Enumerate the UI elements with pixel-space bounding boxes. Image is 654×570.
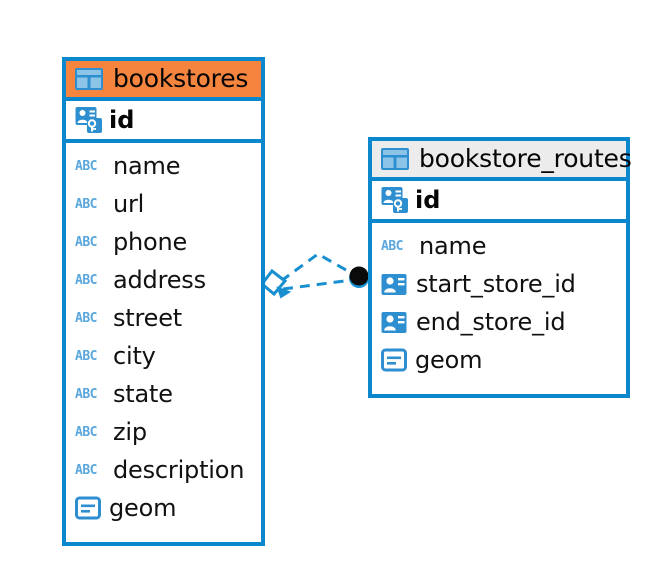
table-row-field[interactable]: start_store_id [372, 265, 626, 303]
foreign-key-icon [381, 311, 407, 333]
table-row-field[interactable]: ABC description [66, 451, 261, 489]
table-row-field[interactable]: ABC phone [66, 223, 261, 261]
text-type-icon: ABC [75, 272, 97, 288]
table-row-field[interactable]: ABC name [372, 227, 626, 265]
field-label: phone [113, 228, 188, 256]
text-type-icon: ABC [75, 158, 97, 174]
table-row-field[interactable]: ABC zip [66, 413, 261, 451]
diamond-crowsfoot-marker [259, 268, 292, 299]
field-label: street [113, 304, 182, 332]
table-row-field[interactable]: end_store_id [372, 303, 626, 341]
field-label: description [113, 456, 245, 484]
table-row-field[interactable]: ABC name [66, 147, 261, 185]
table-row-field[interactable]: ABC street [66, 299, 261, 337]
field-label: name [113, 152, 181, 180]
field-label: name [419, 232, 487, 260]
primary-key-icon [75, 107, 102, 133]
field-label: geom [109, 494, 177, 522]
text-type-icon: ABC [75, 234, 97, 250]
primary-key-label: id [415, 185, 441, 214]
table-title: bookstores [113, 64, 249, 93]
text-type-icon: ABC [75, 386, 97, 402]
field-label: end_store_id [416, 308, 566, 336]
foreign-key-icon [381, 273, 407, 295]
geometry-type-icon [75, 496, 101, 520]
field-label: city [113, 342, 156, 370]
table-title: bookstore_routes [419, 144, 632, 173]
table-bookstore-routes[interactable]: bookstore_routes id ABC name start_store_i… [368, 137, 632, 398]
table-row-field[interactable]: ABC address [66, 261, 261, 299]
table-header-bookstore-routes[interactable]: bookstore_routes [372, 141, 632, 181]
text-type-icon: ABC [75, 196, 97, 212]
text-type-icon: ABC [75, 310, 97, 326]
text-type-icon: ABC [75, 462, 97, 478]
filled-circle-marker [349, 266, 369, 288]
table-row-primary-key[interactable]: id [372, 181, 626, 223]
table-row-primary-key[interactable]: id [66, 101, 261, 143]
table-row-field[interactable]: geom [66, 489, 261, 527]
field-label: zip [113, 418, 147, 446]
text-type-icon: ABC [75, 348, 97, 364]
field-label: url [113, 190, 145, 218]
table-row-field[interactable]: ABC state [66, 375, 261, 413]
primary-key-label: id [109, 105, 135, 134]
table-icon [381, 147, 409, 170]
table-row-field[interactable]: geom [372, 341, 626, 379]
table-row-field[interactable]: ABC city [66, 337, 261, 375]
table-header-bookstores[interactable]: bookstores [66, 61, 261, 101]
field-label: start_store_id [416, 270, 576, 298]
relationship-line-upper [280, 252, 354, 283]
geometry-type-icon [381, 348, 407, 372]
text-type-icon: ABC [381, 238, 403, 254]
table-row-field[interactable]: ABC url [66, 185, 261, 223]
field-label: address [113, 266, 206, 294]
table-icon [75, 67, 103, 90]
relationship-line-lower [282, 278, 353, 291]
field-label: geom [415, 346, 483, 374]
field-label: state [113, 380, 173, 408]
text-type-icon: ABC [75, 424, 97, 440]
primary-key-icon [381, 187, 408, 213]
